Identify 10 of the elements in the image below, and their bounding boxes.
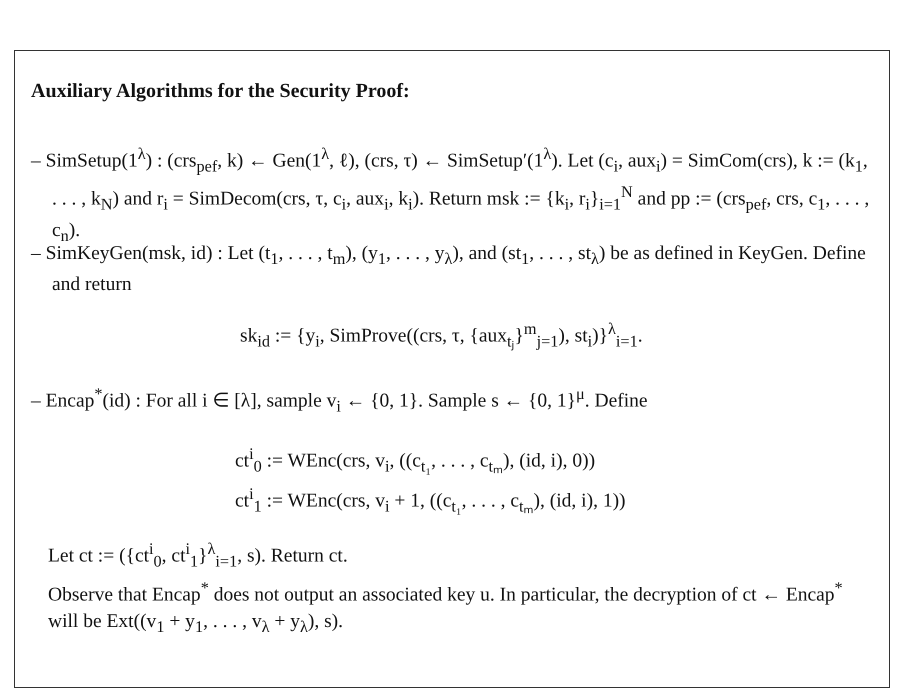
- text-line: Let ct := ({ct$^{i}$$_{0}$, ct$^{i}$$_{1}$}$^{λ}$$_{i=1}$, s). Return ct.: [48, 539, 349, 572]
- formula: ct$^{i}$$_{0}$ := WEnc(crs, v$_{i}$, ((c$_{t₁}$, . . . , c$_{tₘ}$), (id, i), 0)): [235, 444, 596, 478]
- algorithm-definition: – SimKeyGen(msk, id) : Let (t$_{1}$, . . . , t$_{m}$), (y$_{1}$, . . . , y$_{λ}$), and (st$_{1}$, . . . , st$_{λ}$) be as defined in KeyGen. Define and return: [31, 242, 867, 297]
- heading: Auxiliary Algorithms for the Security Proof:: [31, 79, 411, 104]
- algorithm-definition: – Encap$^{*}$(id) : For all i ∈ [λ], sample v$_{i}$ ← {0, 1}. Sample s ← {0, 1}$^{μ}$. Define: [31, 384, 649, 418]
- paragraph: Observe that Encap$^{*}$ does not output an associated key u. In particular, the decryption of ct ← Encap$^{*}$ will be Ext((v$_{1}$ + y$_{1}$, . . . , v$_{λ}$ + y$_{λ}$), s).: [48, 578, 844, 638]
- formula: ct$^{i}$$_{1}$ := WEnc(crs, v$_{i}$ + 1, ((c$_{t₁}$, . . . , c$_{tₘ}$), (id, i), 1)): [235, 484, 627, 518]
- algorithm-definition: – SimSetup(1$^{λ}$) : (crs$_{pef}$, k) ← Gen(1$^{λ}$, ℓ), (crs, τ) ← SimSetup′(1$^{λ}$). Let (c$_{i}$, aux$_{i}$) = SimCom(crs), k := (k$_{1}$, . . . , k$_{N}$) and r$_{i}$ = SimDecom(crs, τ, c$_{i}$, aux$_{i}$, k$_{i}$). Return msk := {k$_{i}$, r$_{i}$}$_{i=1}$$^{N}$ and pp := (crs$_{pef}$, crs, c$_{1}$, . . . , c$_{n}$).: [31, 144, 870, 245]
- text-frame: [14, 50, 890, 688]
- formula: sk$_{id}$ := {y$_{i}$, SimProve((crs, τ, {aux$_{tⱼ}$}$^{m}$$_{j=1}$), st$_{i}$)}$^{λ}$$_{i=1}$.: [240, 319, 644, 352]
